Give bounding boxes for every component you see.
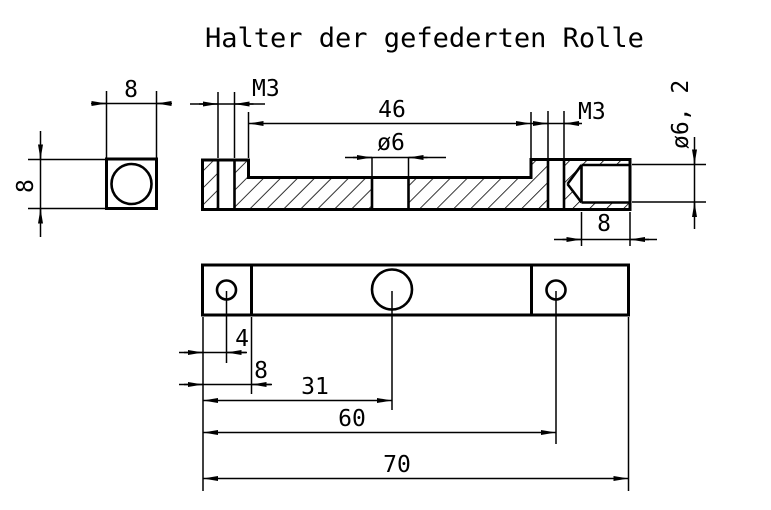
section-view: M3 46 M3 ø6 xyxy=(190,76,706,246)
section-m3-hole-left xyxy=(216,160,236,210)
dimension-end-view-width: 8 xyxy=(91,77,172,158)
plan-extension-lines xyxy=(202,291,630,491)
hole3-offset-label: 60 xyxy=(338,406,366,432)
end-view-height-label: 8 xyxy=(13,179,39,193)
span-46-label: 46 xyxy=(378,97,406,123)
dimension-m3-left: M3 xyxy=(190,76,280,158)
section-bore-center xyxy=(370,177,410,210)
section-outline xyxy=(201,158,632,211)
total-length-label: 70 xyxy=(383,452,411,478)
counterbore-depth-label: 8 xyxy=(597,211,611,237)
dimension-m3-right: M3 xyxy=(531,99,606,158)
dimension-span-46: 46 xyxy=(247,97,532,158)
m3-left-label: M3 xyxy=(252,76,280,102)
dimension-boss-width: 8 xyxy=(179,358,272,387)
dimension-total-length: 70 xyxy=(203,452,629,481)
m3-right-label: M3 xyxy=(578,99,606,125)
dimension-counterbore-depth: 8 xyxy=(554,211,657,246)
bore-dia-label: ø6 xyxy=(377,130,405,156)
counterbore-dia-label: ø6, 2 xyxy=(668,80,694,149)
end-view: 8 8 xyxy=(13,77,172,237)
section-m3-hole-right xyxy=(546,159,566,210)
dimension-hole1-offset: 4 xyxy=(179,326,249,355)
end-view-bore-circle xyxy=(110,162,153,206)
hole1-offset-label: 4 xyxy=(235,326,249,352)
dimension-center-hole-offset: 31 xyxy=(203,374,392,403)
section-counterbore xyxy=(566,163,630,204)
drawing-title: Halter der gefederten Rolle xyxy=(205,23,644,54)
dimension-hole3-offset: 60 xyxy=(203,406,556,435)
dimension-bore-dia: ø6 xyxy=(345,130,446,176)
boss-width-label: 8 xyxy=(254,358,268,384)
end-view-outline xyxy=(105,157,158,210)
plan-outline xyxy=(201,263,630,317)
plan-view: 4 8 31 60 70 xyxy=(179,263,630,491)
dimension-end-view-height: 8 xyxy=(13,131,105,237)
dimension-counterbore-dia: ø6, 2 xyxy=(632,80,706,229)
center-hole-offset-label: 31 xyxy=(301,374,329,400)
end-view-width-label: 8 xyxy=(124,77,138,103)
